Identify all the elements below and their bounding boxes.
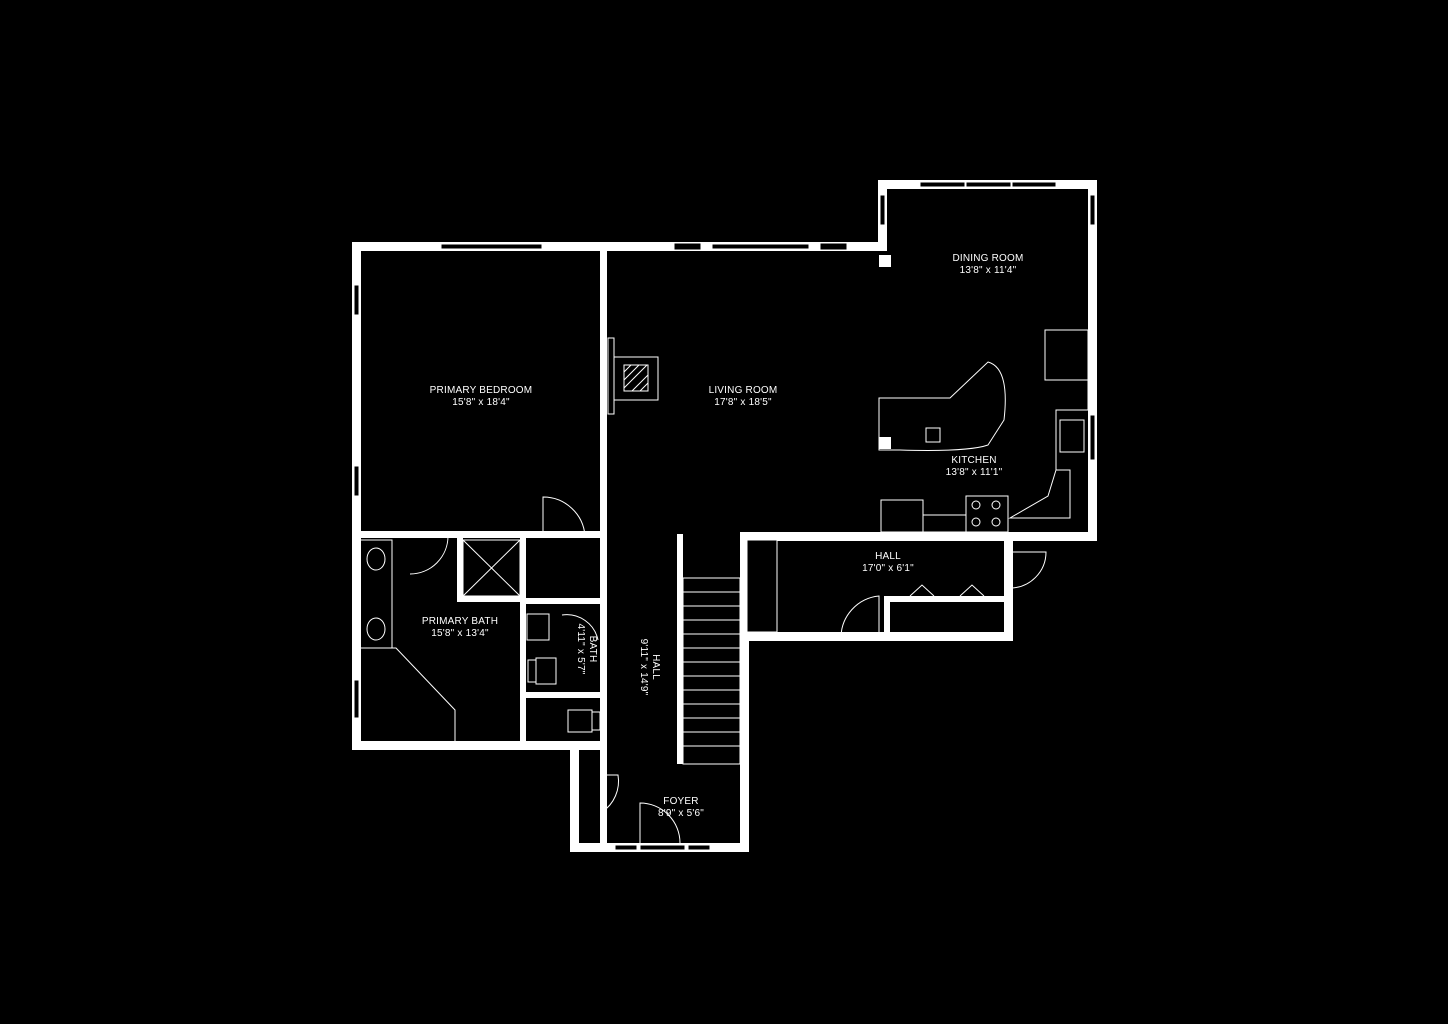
room-dimensions: 8'9" x 5'6": [658, 808, 704, 819]
room-name: LIVING ROOM: [709, 385, 778, 396]
room-label-hall-central: HALL 9'11" x 14'9": [638, 639, 661, 696]
room-name: PRIMARY BATH: [422, 616, 498, 627]
room-label-dining: DINING ROOM 13'8" x 11'4": [952, 253, 1023, 276]
room-dimensions: 17'8" x 18'5": [714, 397, 772, 408]
room-label-hall-east: HALL 17'0" x 6'1": [862, 551, 914, 574]
room-name: HALL: [650, 654, 661, 680]
exterior-walls: [352, 180, 1097, 852]
room-name: PRIMARY BEDROOM: [430, 385, 533, 396]
room-dimensions: 13'8" x 11'4": [960, 265, 1017, 276]
staircase: [682, 577, 741, 765]
windows: [353, 181, 1096, 851]
room-dimensions: 15'8" x 13'4": [431, 628, 489, 639]
room-name: HALL: [875, 551, 901, 562]
room-label-kitchen: KITCHEN 13'8" x 11'1": [946, 455, 1003, 478]
doors: [409, 496, 1047, 844]
room-name: DINING ROOM: [952, 253, 1023, 264]
room-label-primary-bedroom: PRIMARY BEDROOM 15'8" x 18'4": [430, 385, 533, 408]
room-label-primary-bath: PRIMARY BATH 15'8" x 13'4": [422, 616, 498, 639]
room-dimensions: 13'8" x 11'1": [946, 467, 1003, 478]
room-name: BATH: [587, 636, 598, 663]
room-label-foyer: FOYER 8'9" x 5'6": [658, 796, 704, 819]
interior-walls: [352, 242, 1009, 851]
room-label-living: LIVING ROOM 17'8" x 18'5": [709, 385, 778, 408]
fixtures: [361, 329, 1089, 765]
room-dimensions: 17'0" x 6'1": [862, 563, 914, 574]
room-name: KITCHEN: [951, 455, 996, 466]
room-name: FOYER: [663, 796, 698, 807]
room-label-bath: BATH 4'11" x 5'7": [575, 624, 598, 675]
room-dimensions: 4'11" x 5'7": [575, 624, 586, 675]
room-dimensions: 15'8" x 18'4": [452, 397, 510, 408]
room-dimensions: 9'11" x 14'9": [638, 639, 649, 696]
